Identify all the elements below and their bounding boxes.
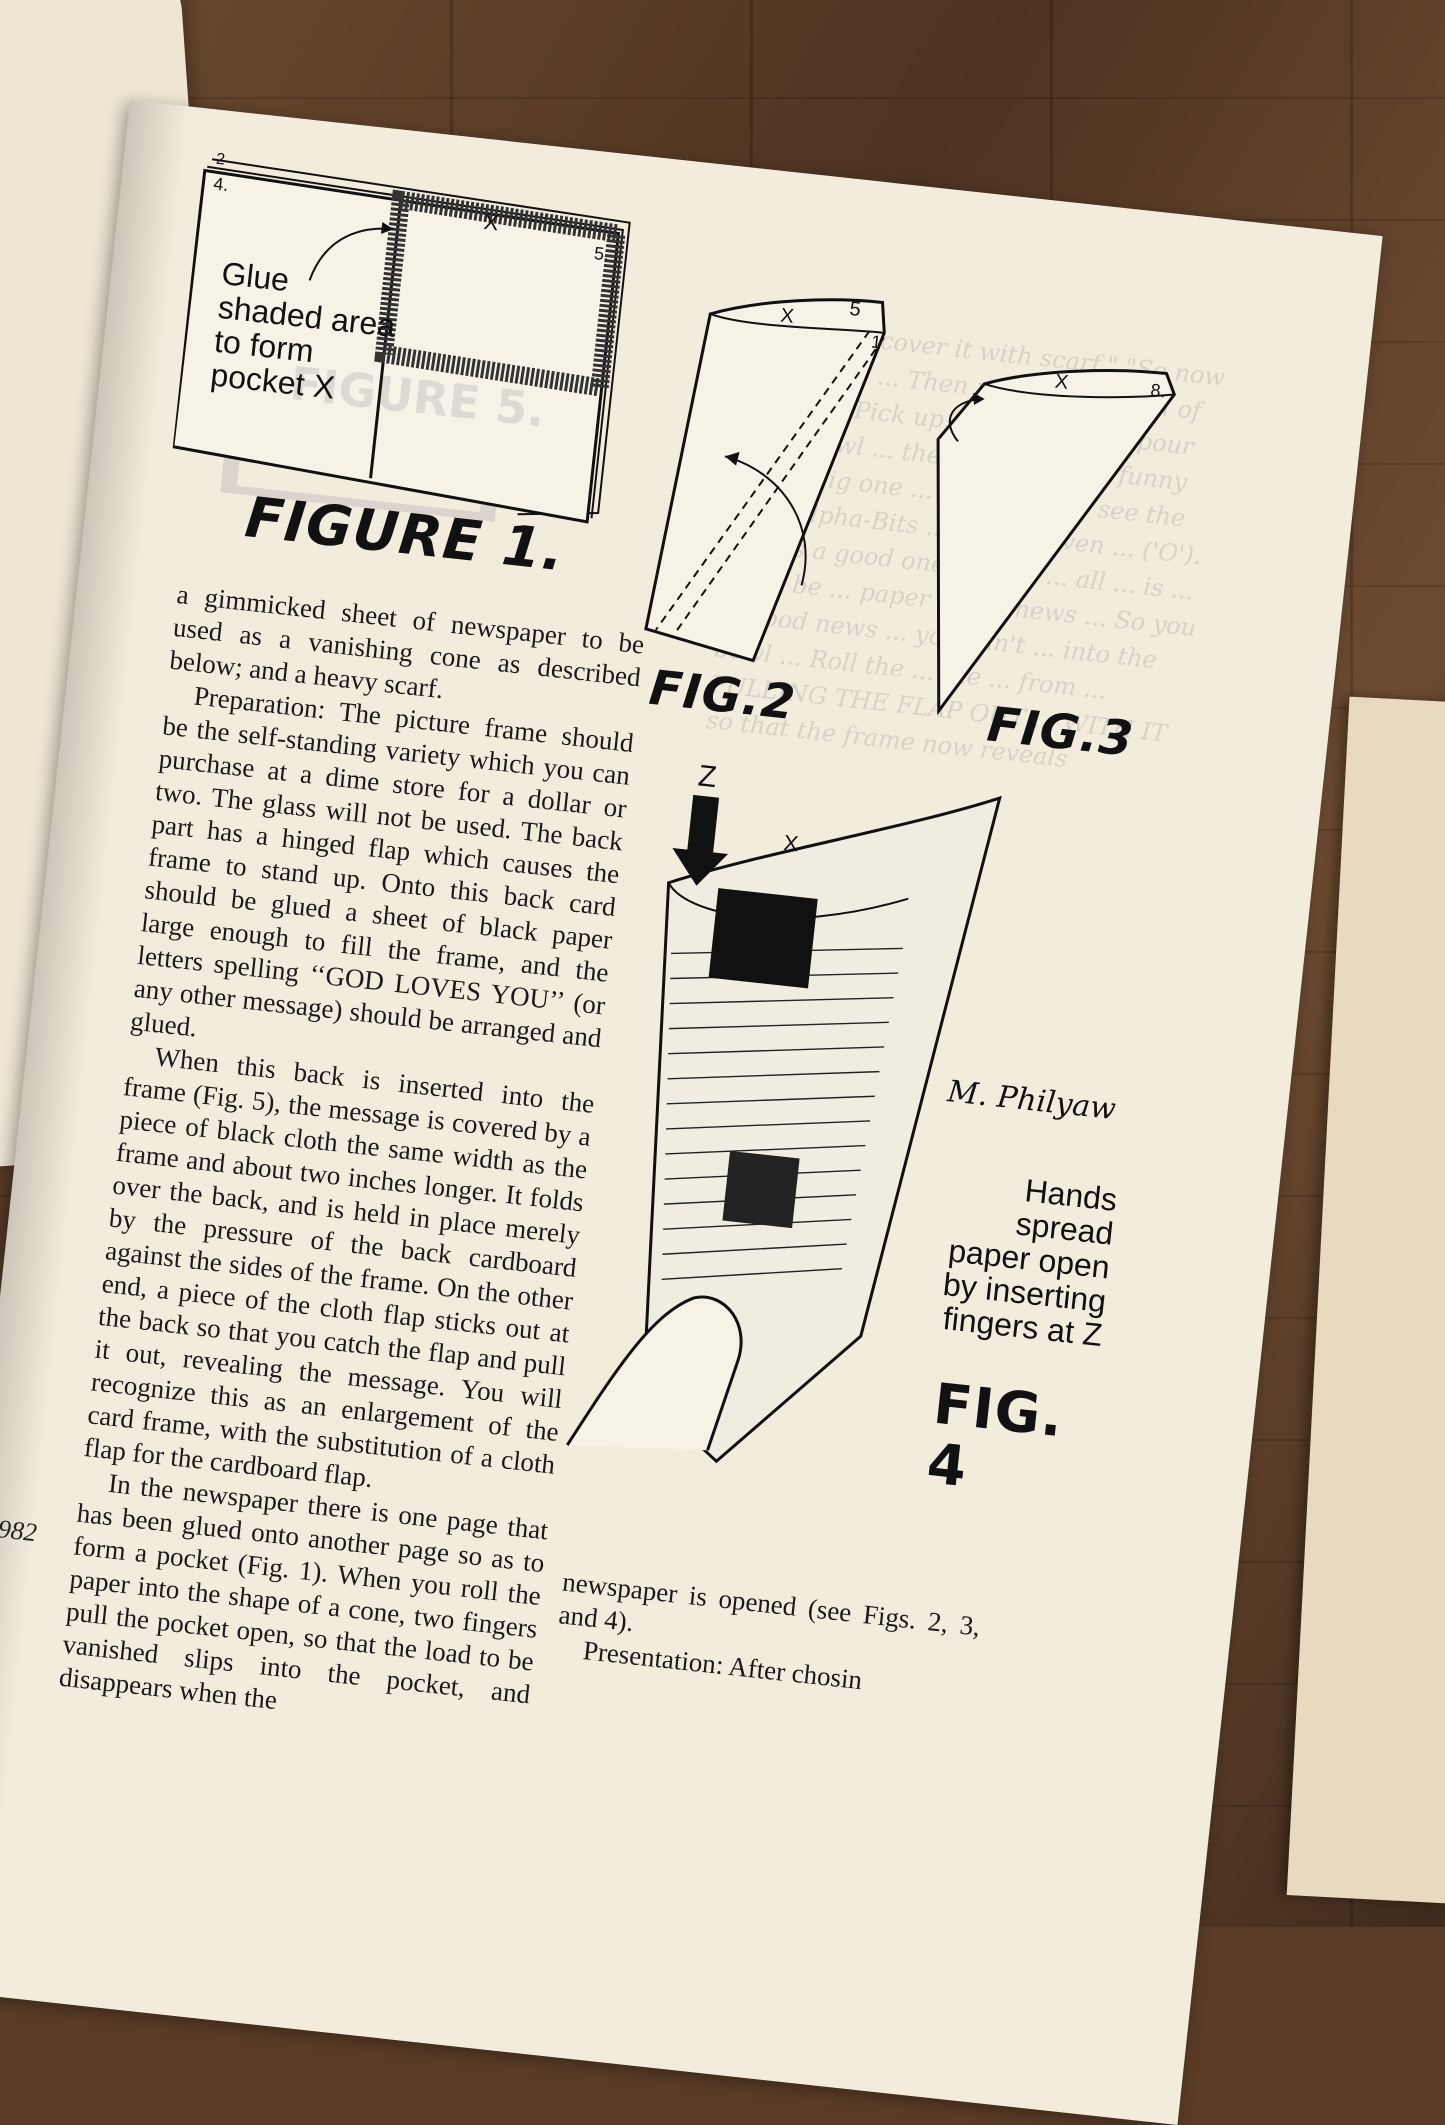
figure-4-x-mark: X <box>782 830 800 856</box>
figure-4: Z X M. Philyaw Hands spread paper open b… <box>534 747 1219 1627</box>
paragraph-newspaper: In the newspaper there is one page that … <box>57 1467 550 1716</box>
figure-1-corner-5: 5. <box>593 243 610 265</box>
figure-4-drawing: Z X <box>566 759 1002 1464</box>
figure-4-title: FIG. 4 <box>923 1371 1067 1501</box>
figure-2-corner-1: 1 <box>870 332 882 353</box>
figure-3-drawing: X 8. <box>936 369 1176 716</box>
figure-2-drawing: X 5 1 <box>644 298 886 663</box>
book-page: frame and cover it with scarf." "So now … <box>0 100 1383 2125</box>
figure-2: X 5 1 FIG.2 <box>623 270 933 775</box>
page-number-year: 1982 <box>0 1512 39 1548</box>
paragraph-preparation: Preparation: The picture frame should be… <box>128 680 636 1054</box>
figure-3-x-mark: X <box>1054 371 1070 394</box>
figure-3-corner-8: 8. <box>1150 380 1167 402</box>
figure-2-corner-5: 5 <box>848 298 861 321</box>
figure-4-z-mark: Z <box>697 759 719 794</box>
figure-1: X 2 4. 5. FIGURE 5. Glue shaded area to … <box>160 148 653 614</box>
body-column: a gimmicked sheet of newspaper to be use… <box>57 578 646 1744</box>
figure-1-corner-4: 4. <box>212 174 229 196</box>
figure-1-note: Glue shaded area to form pocket X <box>208 255 398 406</box>
figure-2-x-mark: X <box>779 305 795 328</box>
paragraph-frame: When this back is inserted into the fram… <box>82 1041 596 1494</box>
figure-1-x-mark: X <box>483 209 501 235</box>
figure-4-note: Hands spread paper open by inserting fin… <box>941 1172 1119 1354</box>
figure-1-corner-2: 2 <box>215 151 226 169</box>
figure-1-drawing: X 2 4. 5. FIGURE 5. <box>171 151 631 530</box>
figure-3: X 8. FIG.3 <box>889 339 1197 824</box>
